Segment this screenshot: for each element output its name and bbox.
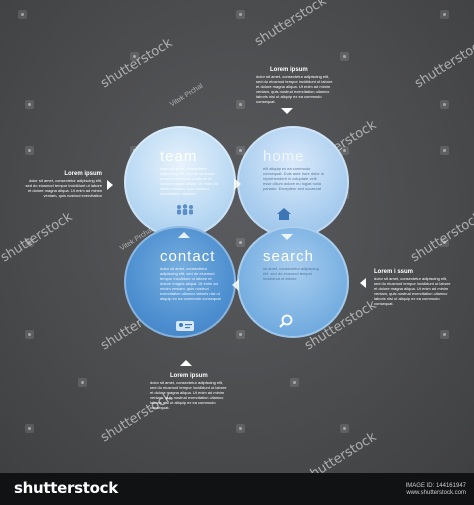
watermark-dot [236,10,245,19]
watermark-dot [25,238,34,247]
team-circle[interactable]: team dolor sit amet, consectetur adipisc… [124,126,236,238]
footer-brand-logo[interactable]: shutterstock [14,479,118,497]
note-bottom-heading: Lorem ipsum [170,373,208,379]
search-title: search [263,248,315,265]
note-bottom: Lorem ipsum dolor sit amet, consectetur … [150,372,230,410]
note-left: Lorem ipsum dolor sit amet, consectetur … [22,170,103,198]
search-circle[interactable]: search sit amet, consectetur adipiscing … [237,226,349,338]
note-right-heading: Lorem i ssum [374,269,414,275]
watermark-text: shutterstock [412,35,474,92]
footer-bar: shutterstock IMAGE ID: 144161947 www.shu… [0,473,474,505]
site-url[interactable]: www.shutterstock.com [406,490,466,496]
watermark-dot [25,100,34,109]
watermark-dot [25,330,34,339]
note-top-body: dolor sit amet, consectetur adipiscing e… [256,74,333,104]
home-body: elit aliquip ex ea commodo consequat. Du… [263,166,324,191]
arrow-down-icon [281,108,293,114]
note-top: Lorem ipsum dolor sit amet, consectetur … [256,66,336,104]
arrow-down-icon [281,234,293,240]
watermark-dot [290,378,299,387]
watermark-dot [236,330,245,339]
watermark-dot [78,378,87,387]
watermark-text: shutterstock [252,0,330,50]
watermark-dot [18,10,27,19]
watermark-author: Vitek Prchal [168,82,205,109]
team-body: dolor sit amet, consectetur adipiscing e… [160,166,218,196]
watermark-dot [440,100,449,109]
watermark-text: shutterstock [302,429,380,473]
contact-card-icon [176,321,194,331]
watermark-dot [236,146,245,155]
watermark-text: shutterstock [0,209,76,266]
footer-meta: IMAGE ID: 144161947 www.shutterstock.com [406,483,466,497]
watermark-dot [236,424,245,433]
watermark-dot [340,146,349,155]
watermark-dot [236,238,245,247]
note-right: Lorem i ssum dolor sit amet, consectetur… [374,268,454,306]
contact-circle[interactable]: contact dolor sit amet, consectetur adip… [124,226,236,338]
arrow-up-icon [178,232,190,238]
team-title: team [160,148,198,165]
watermark-dot [25,424,34,433]
home-title: home [263,148,305,165]
arrow-right-icon [107,180,113,190]
note-right-body: dolor sit amet, consectetur adipiscing e… [374,276,451,306]
watermark-dot [130,52,139,61]
watermark-dot [440,10,449,19]
home-circle[interactable]: home elit aliquip ex ea commodo consequa… [237,126,349,238]
arrow-left-icon [232,279,239,291]
note-left-heading: Lorem ipsum [64,171,102,177]
house-icon [277,208,291,220]
note-left-body: dolor sit amet, consectetur adipiscing e… [25,178,103,198]
watermark-dot [236,100,245,109]
people-icon [177,204,193,215]
watermark-dot [340,424,349,433]
search-body: sit amet, consectetur adipiscing elit, s… [263,266,319,281]
watermark-dot [440,330,449,339]
magnifier-icon [279,314,293,328]
watermark-dot [440,146,449,155]
watermark-text: shutterstock [98,35,176,92]
note-top-heading: Lorem ipsum [270,67,308,73]
watermark-dot [340,52,349,61]
arrow-up-icon [180,360,192,366]
note-bottom-body: dolor sit amet, consectetur adipiscing e… [150,380,227,410]
contact-title: contact [160,248,216,265]
watermark-dot [440,238,449,247]
arrow-right-icon [234,178,241,190]
contact-body: dolor sit amet, consectetur adipiscing e… [160,266,221,301]
image-id-label: IMAGE ID: 144161947 [405,483,466,489]
watermark-dot [25,146,34,155]
arrow-left-icon [360,278,366,288]
infographic-canvas: shutterstock shutterstock shutterstock s… [0,0,474,473]
